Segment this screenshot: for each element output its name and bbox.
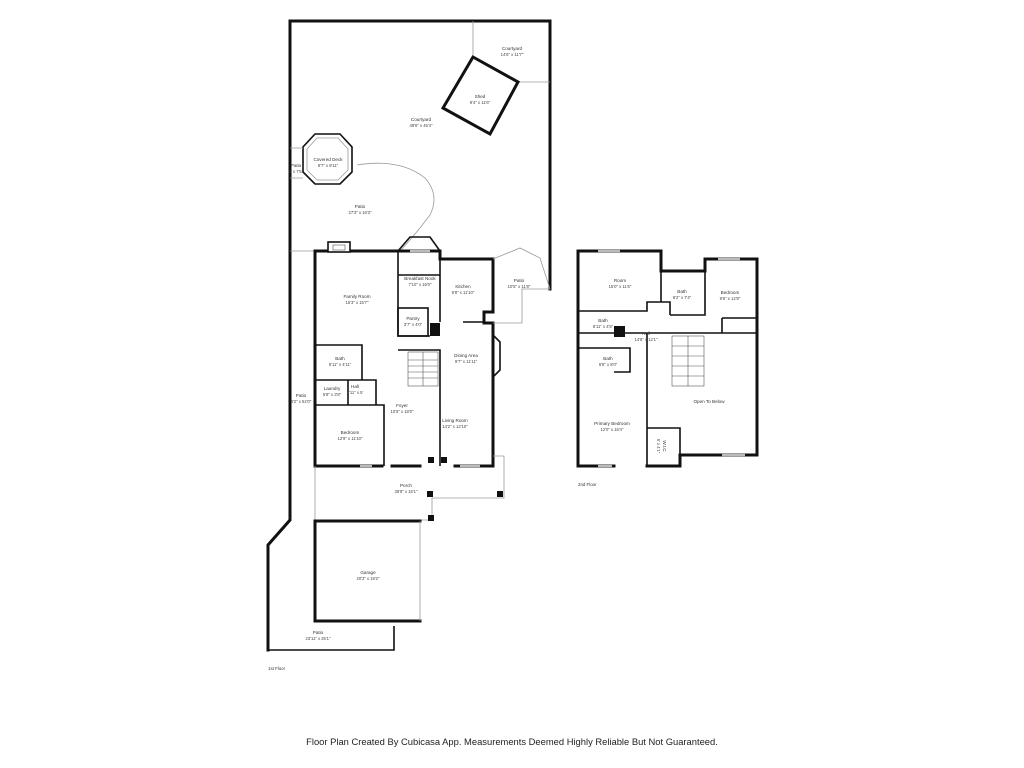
room-dims: 23'11" x 25'1" <box>306 636 331 641</box>
room-dims: 8'7" x 8'11" <box>318 163 339 168</box>
porch-column-1 <box>428 457 434 463</box>
room-name: Patio <box>514 278 525 283</box>
room-dims: 36'8" x 15'1" <box>395 489 418 494</box>
room-name: Family Room <box>343 294 370 299</box>
fireplace <box>327 241 351 253</box>
covered-deck-inner <box>306 137 349 181</box>
room-name: Patio <box>296 393 307 398</box>
covered-deck-walls <box>302 133 353 185</box>
porch-column-3 <box>427 491 433 497</box>
room-dims: 20'3" x 19'2" <box>357 576 380 581</box>
room-dims: 8'11" x 4'11" <box>329 362 352 367</box>
side-patio-outline <box>492 247 551 324</box>
porch-column-5 <box>428 515 434 521</box>
shed-walls <box>440 54 521 137</box>
room-dims: 8'11" x 4'5" <box>593 324 614 329</box>
room-name: Open To Below <box>693 399 725 404</box>
garage-walls <box>313 519 422 623</box>
small-patio-box <box>290 147 303 179</box>
room-name: Patio <box>355 204 366 209</box>
second-floor-plan: 2nd Floor <box>576 249 759 487</box>
room-dims: 2'11" x 5' <box>347 390 364 395</box>
room-name: Porch <box>400 483 412 488</box>
room-dims: 9'7" x 11'11" <box>455 359 478 364</box>
room-name: Breakfast Nook <box>404 276 436 281</box>
room-dims: 14'2" x 12'10" <box>442 424 468 429</box>
second-floor-stairs <box>671 335 705 387</box>
lot-boundary-wall <box>288 19 552 291</box>
room-name: Patio <box>291 163 302 168</box>
first-floor-label: 1st Floor <box>268 666 286 671</box>
room-dims: 9'6" x 12'8" <box>720 296 741 301</box>
left-patio-wall <box>266 249 292 652</box>
room-dims: 15'3" x 15'7" <box>346 300 369 305</box>
room-name: Bath <box>603 356 613 361</box>
room-dims: 12'9" x 11'10" <box>338 436 363 441</box>
room-name: Bedroom <box>721 290 740 295</box>
room-dims: 8'2" x 7'4" <box>673 295 692 300</box>
room-name: Bath <box>335 356 345 361</box>
room-name: Foyer <box>396 403 408 408</box>
second-floor-column <box>614 326 625 337</box>
pantry-walls <box>397 307 429 337</box>
breakfast-nook-bay <box>397 236 441 252</box>
second-floor-interior-walls <box>578 271 757 466</box>
room-name: Courtyard <box>502 46 523 51</box>
room-dims: 3'7" x 4'0" <box>404 322 423 327</box>
room-dims: 12'0" x 16'4" <box>601 427 624 432</box>
room-dims: 14'6" x 11'7" <box>501 52 524 57</box>
room-dims: 15'0" x 11'6" <box>609 284 632 289</box>
room-name: Shed <box>475 94 486 99</box>
room-name: Kitchen <box>455 284 471 289</box>
room-dims: 7'10" x 16'0" <box>409 282 432 287</box>
room-dims: 3' x 7'5" <box>289 169 304 174</box>
room-name: Patio <box>313 630 324 635</box>
room-dims: 9'8" x 11'10" <box>452 290 475 295</box>
dining-bay <box>492 334 501 378</box>
room-name: Laundry <box>324 386 341 391</box>
room-dims: 5' x 4'1" <box>656 439 661 454</box>
porch-column-2 <box>441 457 447 463</box>
bottom-patio-edge <box>268 626 395 651</box>
room-name: Pantry <box>406 316 420 321</box>
room-name: Room <box>614 278 626 283</box>
room-dims: 27'3" x 16'3" <box>349 210 372 215</box>
room-dims: 10'5" x 18'0" <box>391 409 414 414</box>
porch-column-4 <box>497 491 503 497</box>
room-name: Hall <box>642 331 650 336</box>
second-floor-label: 2nd Floor <box>578 482 597 487</box>
room-name: Courtyard <box>411 117 432 122</box>
footer-disclaimer: Floor Plan Created By Cubicasa App. Meas… <box>306 736 718 747</box>
room-name: Bath <box>598 318 608 323</box>
room-labels: Courtyard 14'6" x 11'7" Shed 9'4" x 11'6… <box>289 46 741 641</box>
patio-curve <box>356 162 435 252</box>
room-name: Primary Bedroom <box>594 421 630 426</box>
room-name: Dining Area <box>454 353 478 358</box>
fireplace-inner <box>332 244 346 251</box>
room-name: Living Room <box>442 418 468 423</box>
room-dims: 6'8" x 8'0" <box>599 362 618 367</box>
first-floor-stairs <box>407 351 439 387</box>
room-dims: 14'8" x 12'1" <box>635 337 658 342</box>
room-name: Garage <box>360 570 376 575</box>
room-dims: 10'5" x 11'8" <box>508 284 531 289</box>
first-floor-plan: 1st Floor <box>266 19 552 671</box>
room-name: Covered Deck <box>313 157 343 162</box>
room-dims: 9'4" x 11'6" <box>470 100 491 105</box>
room-name: Bedroom <box>341 430 360 435</box>
room-dims: 3'2" x 52'0" <box>291 399 312 404</box>
room-name: Hall <box>351 384 359 389</box>
pantry-column <box>430 323 440 336</box>
room-name: Bath <box>677 289 687 294</box>
room-dims: 49'6" x 45'4" <box>410 123 433 128</box>
room-dims: 5'8" x 3'8" <box>323 392 342 397</box>
room-name: W.I.C <box>662 440 667 452</box>
